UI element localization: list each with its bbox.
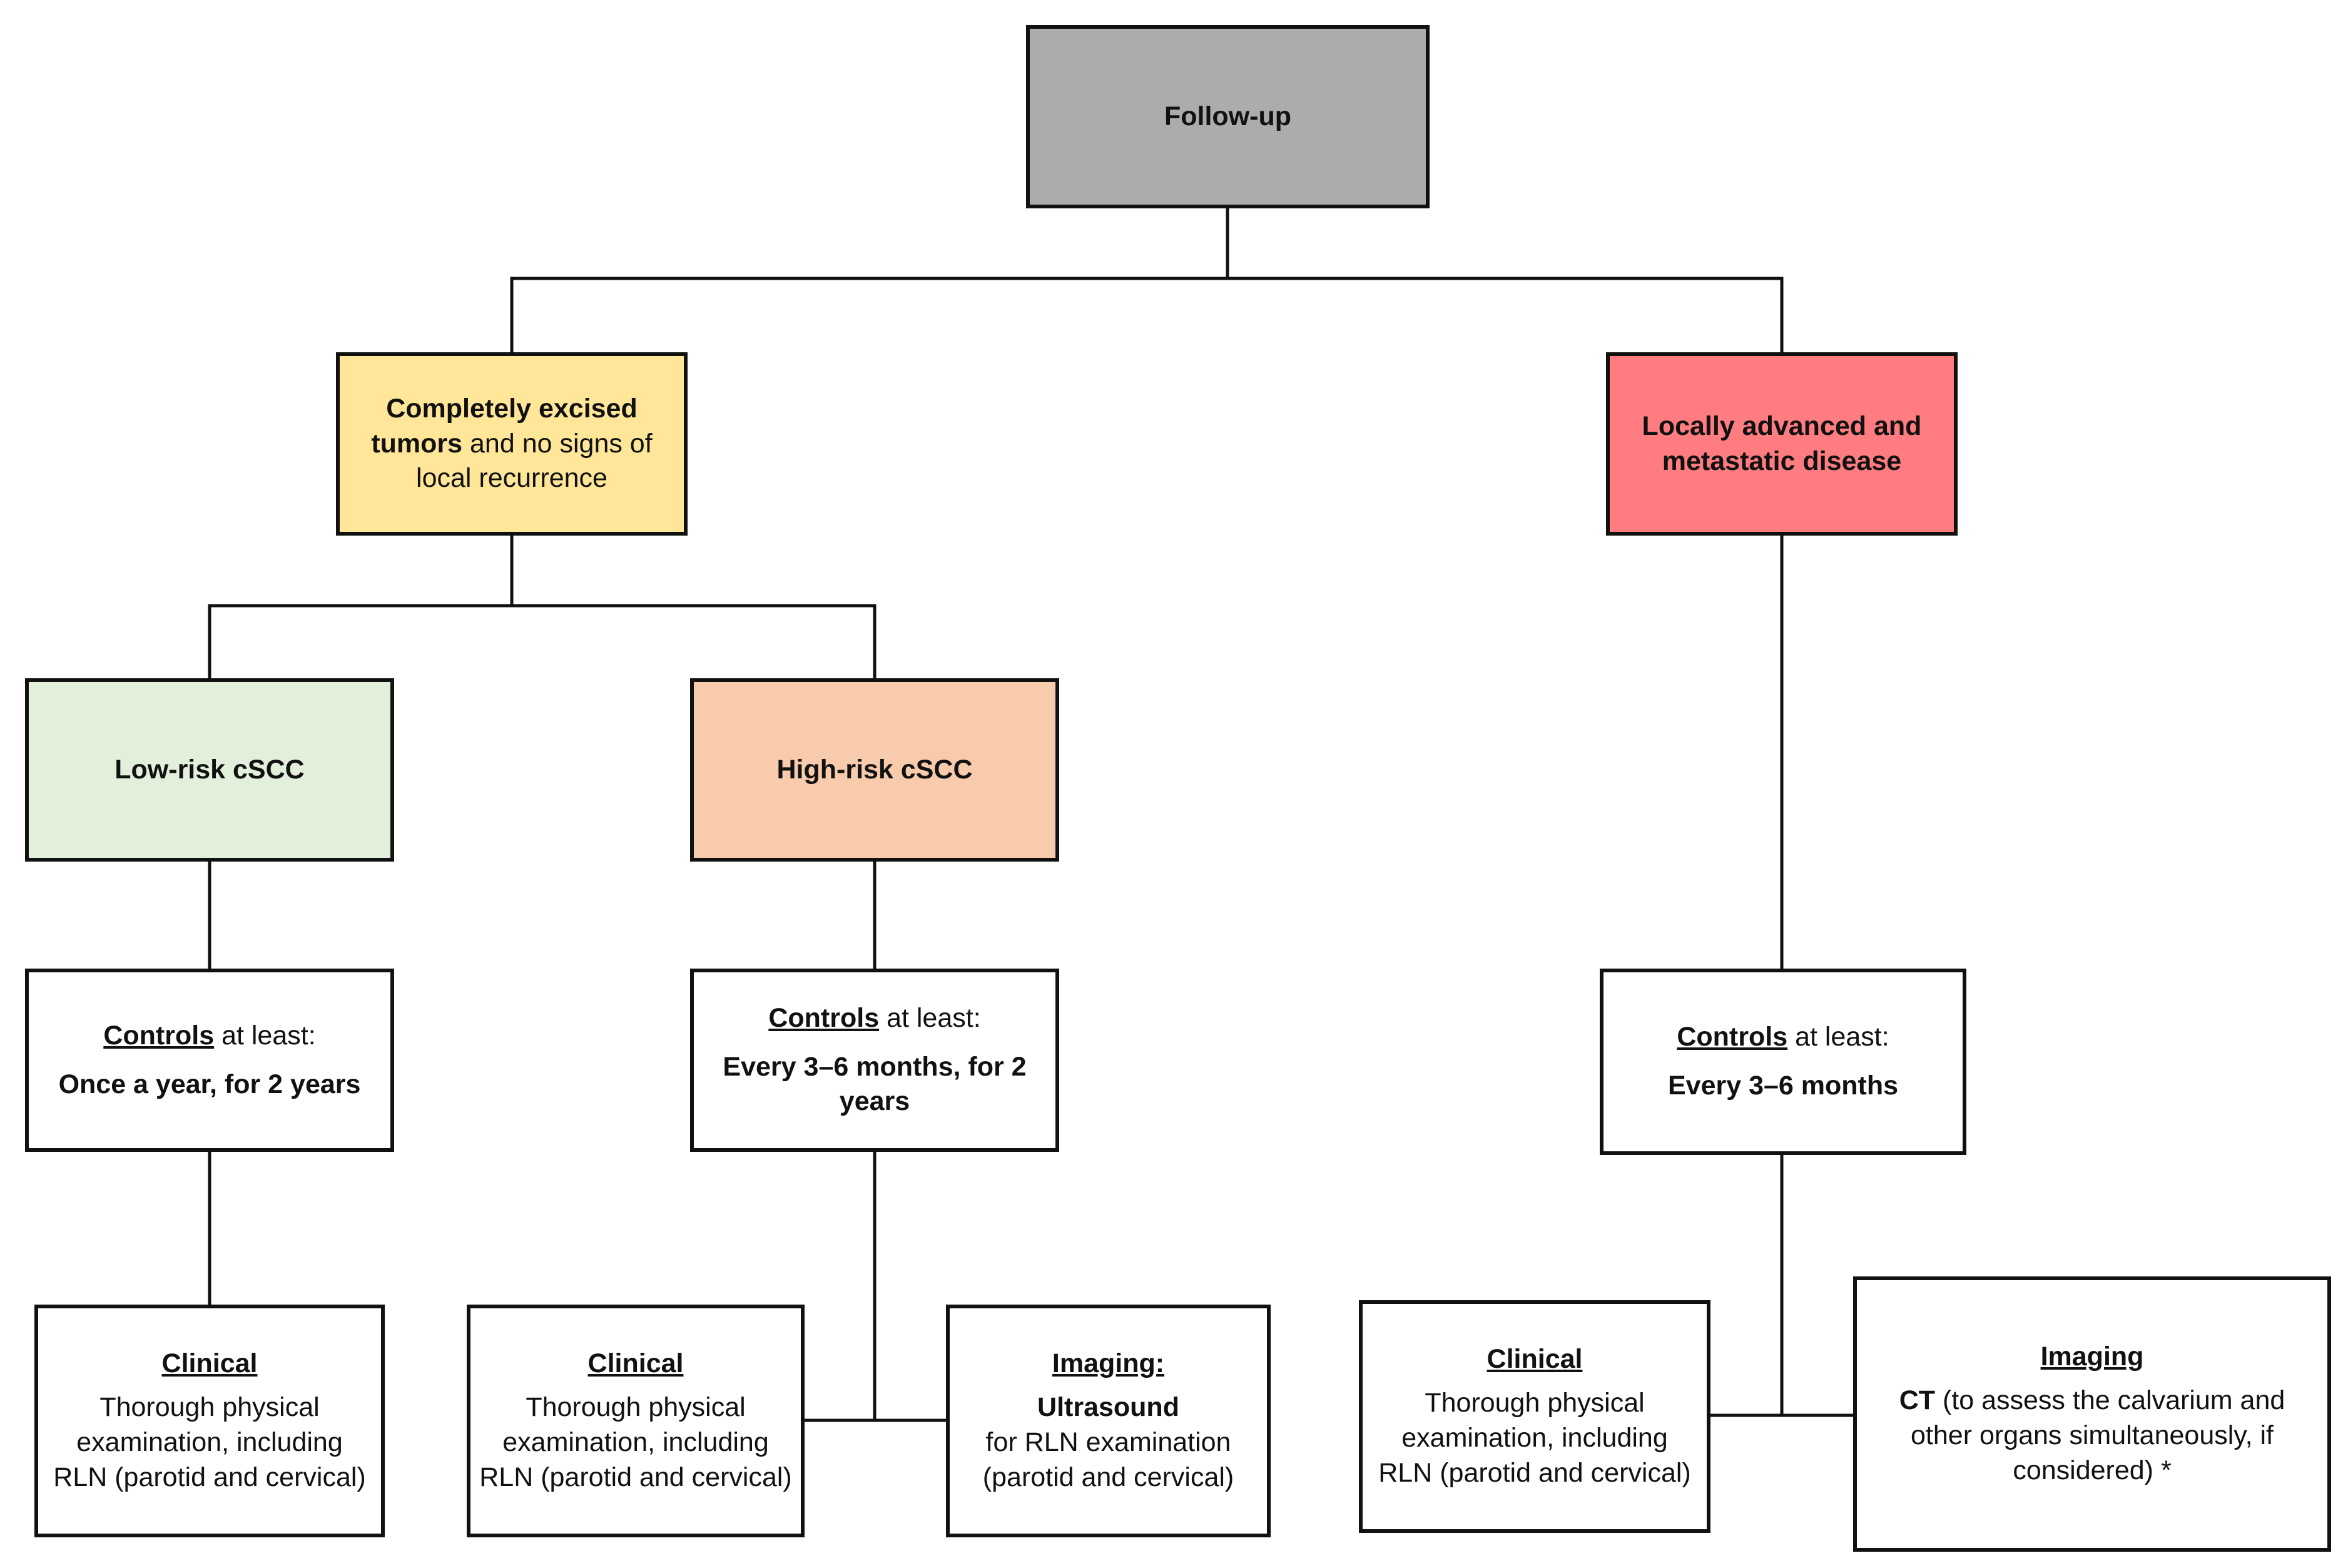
- high-risk-imaging-node: Imaging: Ultrasound for RLN examination …: [946, 1305, 1271, 1537]
- imaging-body: (to assess the calvarium and other organ…: [1911, 1385, 2285, 1485]
- low-risk-controls-schedule: Once a year, for 2 years: [58, 1069, 361, 1099]
- high-risk-controls-node: Controls at least: Every 3–6 months, for…: [690, 969, 1059, 1152]
- high-risk-node: High-risk cSCC: [690, 678, 1059, 862]
- imaging-body: for RLN examination (parotid and cervica…: [982, 1427, 1234, 1492]
- completely-excised-rest: and no signs of local recurrence: [416, 428, 653, 494]
- advanced-imaging-node: Imaging CT (to assess the calvarium and …: [1853, 1276, 2331, 1552]
- clinical-heading: Clinical: [1487, 1344, 1583, 1375]
- imaging-method: Ultrasound: [1037, 1392, 1179, 1423]
- low-risk-node: Low-risk cSCC: [25, 678, 394, 862]
- clinical-body: Thorough physical examination, including…: [53, 1392, 366, 1492]
- imaging-method: CT: [1899, 1385, 1936, 1416]
- completely-excised-text: Completely excised tumors and no signs o…: [348, 392, 675, 497]
- controls-heading-text: Controls: [1677, 1022, 1788, 1052]
- controls-heading-suffix: at least:: [214, 1020, 316, 1051]
- locally-advanced-node: Locally advanced and metastatic disease: [1606, 352, 1958, 536]
- advanced-controls-heading: Controls at least:: [1677, 1020, 1889, 1055]
- low-risk-clinical-node: Clinical Thorough physical examination, …: [34, 1305, 385, 1537]
- low-risk-controls-heading: Controls at least:: [103, 1019, 315, 1054]
- controls-heading-suffix: at least:: [879, 1002, 981, 1033]
- completely-excised-bold: Completely excised tumors: [371, 393, 638, 459]
- low-risk-label: Low-risk cSCC: [114, 754, 305, 785]
- advanced-clinical-node: Clinical Thorough physical examination, …: [1359, 1300, 1710, 1533]
- low-risk-controls-node: Controls at least: Once a year, for 2 ye…: [25, 969, 394, 1152]
- high-risk-clinical-node: Clinical Thorough physical examination, …: [467, 1305, 805, 1537]
- high-risk-controls-schedule: Every 3–6 months, for 2 years: [723, 1051, 1027, 1117]
- clinical-body: Thorough physical examination, including…: [1378, 1388, 1691, 1488]
- controls-heading-text: Controls: [103, 1020, 215, 1051]
- imaging-heading: Imaging:: [1052, 1348, 1165, 1379]
- imaging-heading: Imaging: [2040, 1341, 2144, 1372]
- clinical-body: Thorough physical examination, including…: [479, 1392, 792, 1492]
- clinical-heading: Clinical: [587, 1348, 684, 1379]
- high-risk-controls-heading: Controls at least:: [768, 1001, 980, 1036]
- controls-heading-suffix: at least:: [1787, 1022, 1889, 1052]
- controls-heading-text: Controls: [768, 1002, 880, 1033]
- high-risk-label: High-risk cSCC: [776, 754, 973, 785]
- advanced-controls-node: Controls at least: Every 3–6 months: [1600, 969, 1966, 1155]
- imaging-text: CT (to assess the calvarium and other or…: [1866, 1383, 2319, 1489]
- follow-up-node: Follow-up: [1026, 25, 1430, 208]
- completely-excised-node: Completely excised tumors and no signs o…: [336, 352, 688, 536]
- follow-up-label: Follow-up: [1164, 101, 1291, 131]
- advanced-controls-schedule: Every 3–6 months: [1667, 1071, 1899, 1101]
- locally-advanced-label: Locally advanced and metastatic disease: [1642, 410, 1922, 476]
- clinical-heading: Clinical: [161, 1348, 258, 1379]
